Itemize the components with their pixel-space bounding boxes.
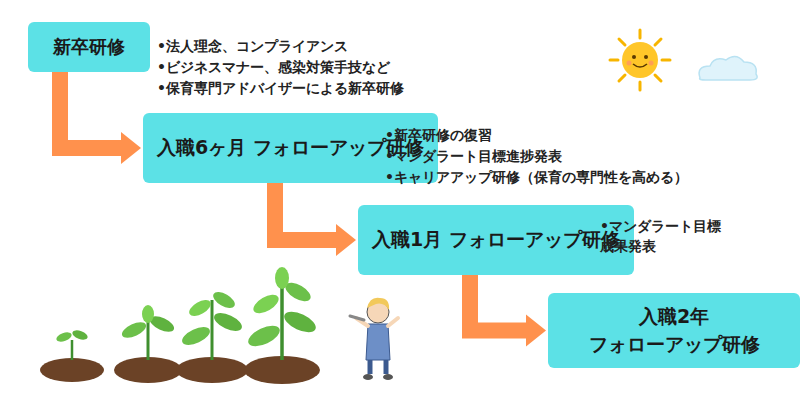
box-title: 入職2年 フォローアップ研修 bbox=[562, 303, 786, 358]
bullet-note: •ビジネスマナー、感染対策手技など bbox=[157, 57, 390, 77]
arrow-shaft bbox=[275, 183, 338, 240]
bullet-note: •マンダラート目標進捗発表 bbox=[385, 146, 562, 166]
process-box: 入職1月 フォローアップ研修 bbox=[358, 205, 634, 275]
child-illustration bbox=[350, 298, 398, 380]
flow-arrow bbox=[470, 275, 546, 347]
arrow-shaft bbox=[60, 72, 123, 148]
cloud-illustration bbox=[699, 56, 757, 80]
box-title: 入職1月 フォローアップ研修 bbox=[372, 226, 620, 254]
process-box: 入職2年 フォローアップ研修 bbox=[548, 293, 800, 368]
process-box: 新卒研修 bbox=[28, 22, 150, 72]
bullet-note: •キャリアアップ研修（保育の専門性を高める） bbox=[385, 167, 688, 187]
arrow-head bbox=[526, 315, 546, 347]
flow-arrow bbox=[60, 72, 141, 164]
bullet-note: •新卒研修の復習 bbox=[385, 125, 492, 145]
bullet-note: •法人理念、コンプライアンス bbox=[157, 36, 348, 56]
bullet-note: •保育専門アドバイザーによる新卒研修 bbox=[157, 78, 404, 98]
box-title: 新卒研修 bbox=[53, 34, 125, 60]
sun-illustration bbox=[610, 30, 670, 90]
bullet-note: •マンダラート目標 成果発表 bbox=[600, 216, 740, 257]
box-title: 入職6ヶ月 フォローアップ研修 bbox=[157, 134, 424, 162]
arrow-head bbox=[336, 224, 356, 256]
arrow-head bbox=[121, 132, 141, 164]
seedling-illustration bbox=[40, 267, 320, 384]
arrow-shaft bbox=[470, 275, 528, 331]
flow-arrow bbox=[275, 183, 356, 256]
